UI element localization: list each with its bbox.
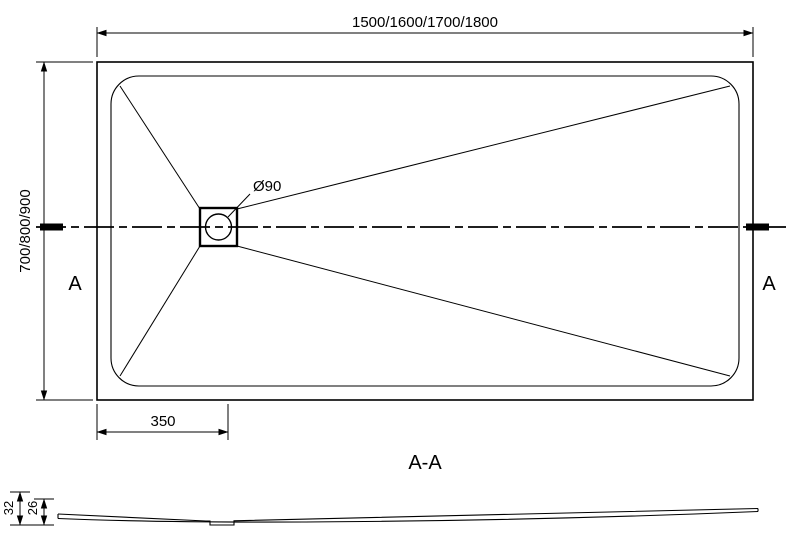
- slope-line: [236, 85, 731, 210]
- top-view: [96, 61, 754, 401]
- slope-line: [119, 245, 201, 377]
- drain-offset-label: 350: [150, 413, 175, 430]
- slope-line: [119, 85, 201, 210]
- tray-outer-edge: [96, 61, 754, 401]
- section-marker-left-label: A: [68, 273, 82, 295]
- width-dimension-label: 1500/1600/1700/1800: [352, 14, 498, 31]
- drain-leader-line: [227, 193, 251, 218]
- slope-lines: [119, 85, 731, 377]
- depth-dimension-label: 700/800/900: [17, 189, 34, 272]
- section-marker-right-label: A: [762, 273, 776, 295]
- section-profile: [57, 507, 759, 526]
- section-dimensions: [10, 491, 54, 526]
- drain-offset-dimension: [96, 404, 229, 440]
- drain-diameter-label: Ø90: [253, 178, 281, 195]
- section-overall-height-label: 32: [1, 501, 16, 515]
- section-edge-height-label: 26: [25, 501, 40, 515]
- width-dimension: [96, 27, 754, 57]
- section-top-surface: [57, 507, 759, 526]
- depth-dimension: [36, 61, 93, 401]
- slope-line: [236, 245, 731, 377]
- tray-inner-edge: [110, 75, 740, 387]
- section-bottom-surface: [57, 510, 759, 523]
- section-title: A-A: [408, 452, 442, 474]
